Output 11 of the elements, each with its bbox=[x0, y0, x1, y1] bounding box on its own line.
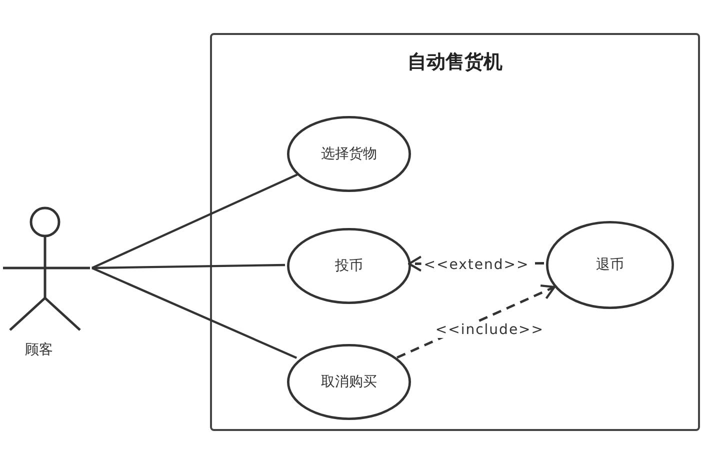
system-title: 自动售货机 bbox=[406, 50, 504, 75]
use-case-ellipse: 选择货物 bbox=[287, 116, 411, 192]
edge-label: <<extend>> bbox=[422, 256, 532, 272]
association-line bbox=[92, 264, 286, 270]
actor-name: 顾客 bbox=[25, 341, 53, 359]
association-line bbox=[92, 174, 298, 269]
system-boundary bbox=[210, 33, 700, 431]
use-case-ellipse: 投币 bbox=[287, 228, 411, 304]
association-line bbox=[92, 267, 298, 359]
use-case-ellipse: 退币 bbox=[546, 221, 674, 309]
use-case-ellipse: 取消购买 bbox=[287, 344, 411, 420]
